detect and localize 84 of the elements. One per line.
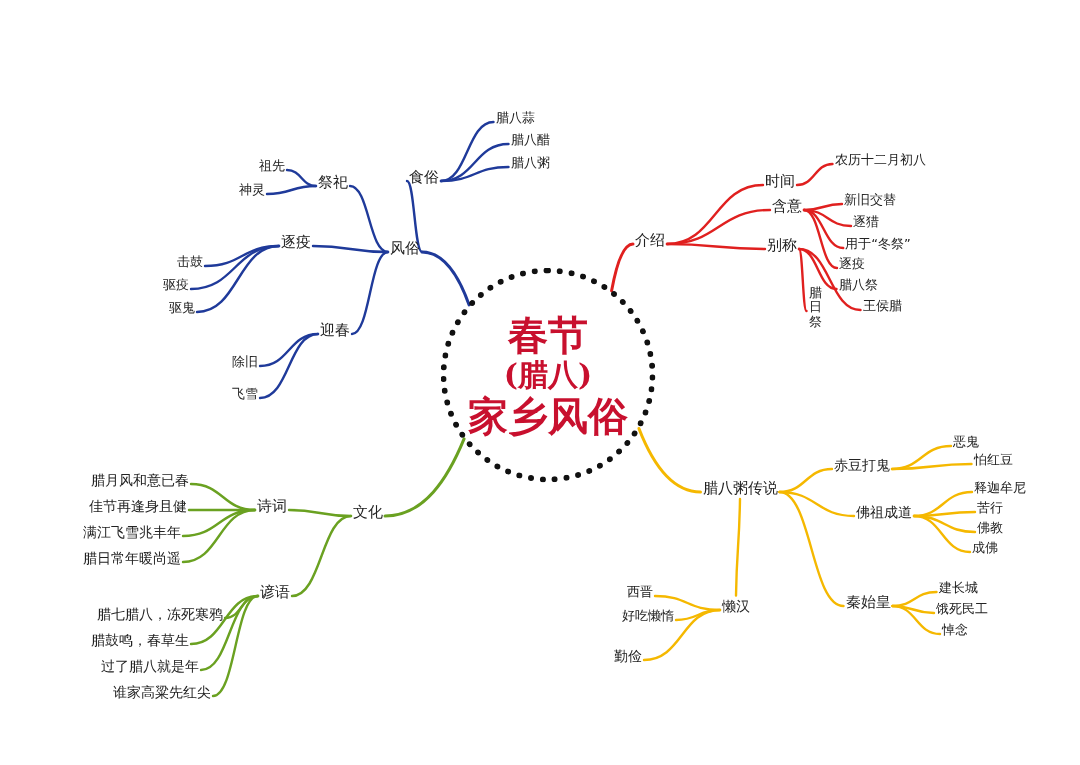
branch-label: 腊日常年暖尚遥 — [83, 549, 181, 567]
branch-label: 逐疫 — [839, 256, 865, 272]
branch-line — [181, 508, 257, 564]
branch-line — [383, 437, 466, 518]
branch-label: 过了腊八就是年 — [101, 657, 199, 675]
branch-label: 勤俭 — [614, 647, 642, 665]
branch-label: 恶鬼 — [953, 434, 979, 450]
branch-label: 建长城 — [938, 580, 978, 596]
branch-label: 腊八蒜 — [495, 110, 535, 126]
branch-label: 祖先 — [259, 158, 285, 174]
branch-line — [258, 332, 320, 400]
branch-label: 苦行 — [977, 500, 1003, 516]
branch-label: 秦始皇 — [845, 593, 891, 611]
branch-label: 时间 — [765, 172, 795, 190]
branch-label: 腊八粥传说 — [702, 479, 778, 497]
branch-line — [348, 184, 390, 254]
branch-line — [891, 604, 942, 636]
branch-label: 佛教 — [977, 520, 1003, 536]
branch-label: 风俗 — [390, 239, 420, 257]
branch-line — [912, 514, 972, 554]
branch-label: 谚语 — [260, 583, 290, 601]
branch-label: 神灵 — [239, 182, 265, 198]
branch-label: 赤豆打鬼 — [834, 456, 890, 474]
branch-line — [802, 208, 839, 270]
branch-line — [350, 250, 390, 336]
branch-line — [890, 462, 973, 471]
branch-label: 诗词 — [257, 497, 287, 515]
branch-label: 饿死民工 — [936, 601, 988, 617]
branch-label: 文化 — [353, 503, 383, 521]
branch-label: 悼念 — [942, 622, 968, 638]
title-text: (腊八) — [503, 357, 593, 393]
branch-label: 逐猎 — [853, 214, 879, 230]
branch-label: 含意 — [772, 197, 802, 215]
title-text: 家乡风俗 — [468, 392, 628, 439]
branch-line — [439, 165, 510, 183]
branch-label: 佛祖成道 — [856, 503, 912, 521]
title-text: 春节 — [508, 311, 588, 358]
branch-label: 腊八醋 — [510, 132, 550, 148]
branch-label: 除旧 — [232, 354, 258, 370]
branch-label: 腊八粥 — [510, 155, 550, 171]
branch-label: 飞雪 — [232, 386, 258, 402]
branch-label: 迎春 — [320, 321, 350, 339]
branch-label: 农历十二月初八 — [834, 152, 926, 168]
branch-line — [211, 594, 260, 698]
branch-label: 逐疫 — [281, 233, 311, 251]
branch-line — [610, 242, 635, 293]
center-circle — [440, 267, 656, 483]
branch-label: 释迦牟尼 — [974, 480, 1026, 496]
branch-label: 成佛 — [972, 540, 998, 556]
branch-line — [265, 184, 318, 196]
branch-label: 用于“冬祭” — [845, 236, 911, 252]
branch-label: 介绍 — [635, 231, 665, 249]
branch-label: 别称 — [767, 236, 797, 254]
branch-line — [797, 247, 808, 313]
branch-line — [637, 427, 702, 494]
branch-line — [420, 250, 471, 307]
branch-label: 西晋 — [627, 584, 653, 600]
branch-label: 懒汉 — [722, 597, 750, 615]
branch-line — [734, 497, 742, 597]
branch-label: 腊鼓鸣，春草生 — [91, 631, 189, 649]
branch-line — [797, 247, 862, 312]
branch-label: 满江飞雪兆丰年 — [83, 523, 181, 541]
branch-line — [290, 514, 353, 598]
branch-line — [795, 162, 834, 187]
branch-label: 驱鬼 — [169, 300, 195, 316]
branch-line — [665, 242, 767, 251]
branch-label: 怕红豆 — [973, 452, 1013, 468]
branch-line — [778, 490, 845, 608]
branch-label: 好吃懒惰 — [622, 608, 674, 624]
branch-label: 佳节再逢身且健 — [89, 497, 187, 515]
branch-label: 食俗 — [409, 168, 439, 186]
branch-label: 腊八祭 — [838, 277, 878, 293]
branch-label: 击鼓 — [177, 254, 203, 270]
branch-line — [405, 179, 424, 254]
branch-label: 腊日祭 — [808, 285, 822, 329]
branch-line — [195, 244, 281, 314]
branch-label: 腊七腊八，冻死寒鸦 — [97, 605, 223, 623]
branch-label: 王侯腊 — [862, 298, 902, 314]
branch-label: 新旧交替 — [844, 192, 896, 208]
branch-label: 驱疫 — [163, 277, 189, 293]
branch-label: 祭祀 — [318, 173, 348, 191]
branch-label: 谁家高粱先红尖 — [113, 683, 211, 701]
branch-line — [642, 608, 722, 662]
branch-label: 腊月风和意已春 — [91, 471, 189, 489]
